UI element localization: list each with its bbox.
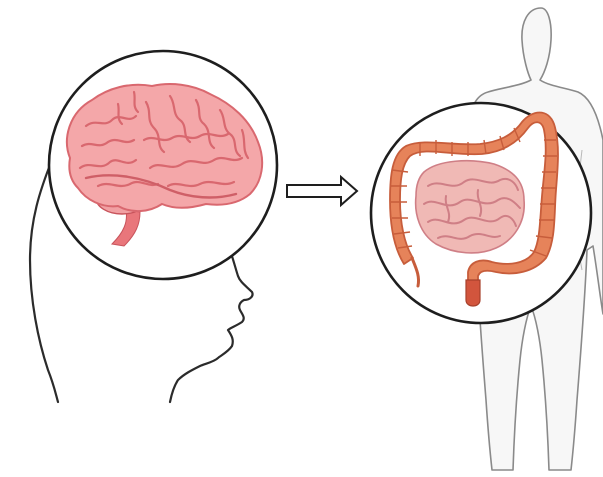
- small-intestine: [416, 161, 525, 253]
- brain-magnifier: [49, 51, 277, 279]
- arrow-icon: [287, 177, 357, 205]
- gut-magnifier: [371, 103, 591, 323]
- rectum: [466, 280, 480, 306]
- arrow: [287, 177, 357, 205]
